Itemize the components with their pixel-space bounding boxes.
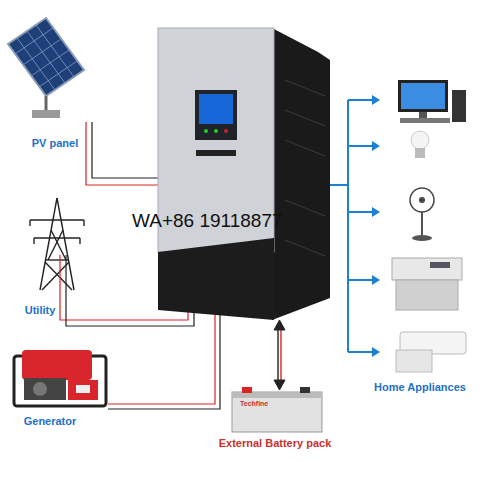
generator-illustration	[14, 350, 106, 406]
generator-node: Generator	[10, 412, 90, 430]
node-caption: Generator	[24, 415, 77, 428]
battery-illustration	[232, 387, 322, 432]
battery-link	[274, 320, 285, 390]
pv-panel-node: PV panel	[15, 134, 95, 152]
node-caption: Home Appliances	[374, 381, 466, 394]
brand-text: Techfine	[240, 400, 268, 407]
air-conditioner-illustration	[396, 332, 466, 372]
pv-panel-illustration	[8, 18, 84, 118]
watermark: WA+86 19118877	[132, 210, 283, 232]
node-caption: PV panel	[32, 137, 78, 150]
appliances-node: Home Appliances	[365, 378, 475, 396]
printer-illustration	[392, 258, 462, 310]
inverter-illustration	[158, 28, 330, 320]
node-caption: External Battery pack	[219, 437, 332, 450]
bulb-illustration	[411, 131, 429, 158]
battery-node: External Battery pack	[200, 434, 350, 452]
utility-tower-illustration	[30, 198, 84, 290]
node-caption: Utility	[25, 304, 56, 317]
fan-illustration	[410, 188, 434, 241]
output-bus	[330, 95, 380, 357]
computer-illustration	[398, 80, 466, 123]
utility-node: Utility	[5, 301, 75, 319]
